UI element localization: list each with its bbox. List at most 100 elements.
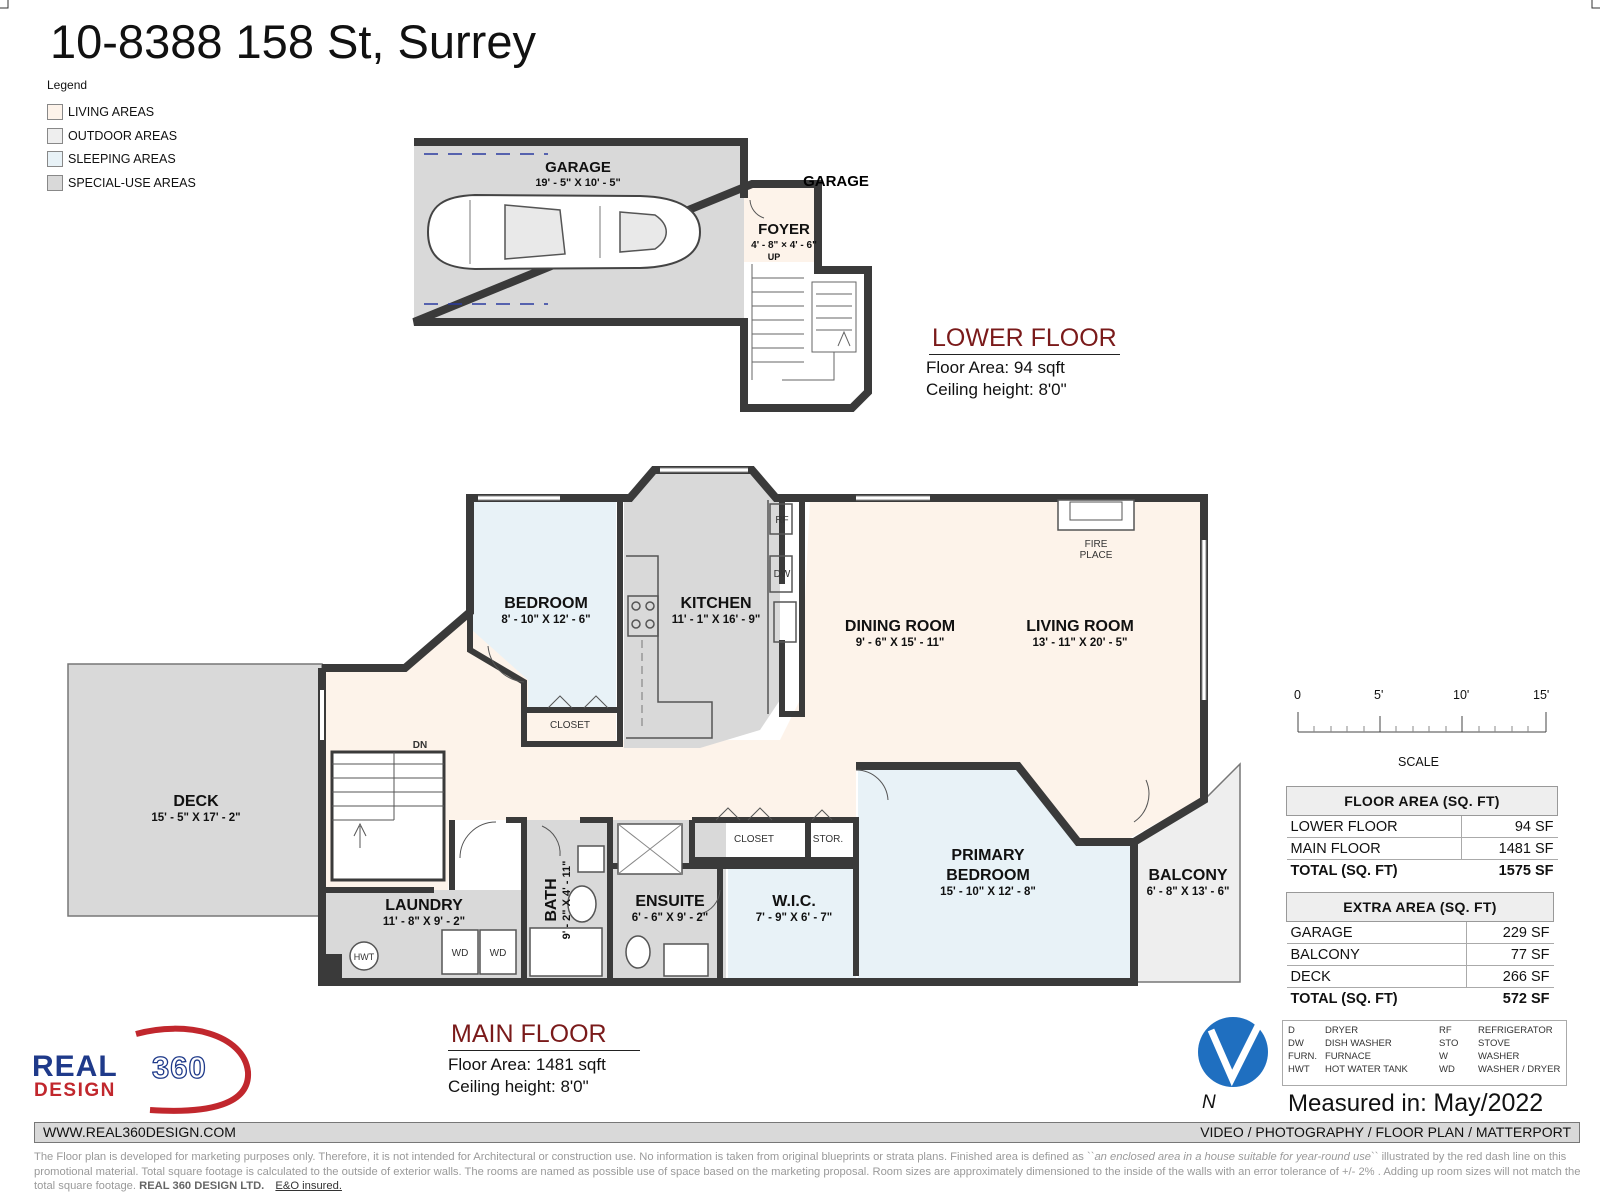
door-swing	[749, 199, 765, 219]
fireplace-label: FIRE	[1085, 539, 1108, 550]
table-cell-label: BALCONY	[1286, 943, 1467, 966]
table-cell-label: GARAGE	[1286, 921, 1467, 944]
door-swings	[459, 645, 1150, 915]
lower-floor-plan: GARAGE GARAGE	[412, 138, 872, 412]
table-cell-value: 229 SF	[1466, 921, 1554, 944]
kitchen-counters	[626, 500, 797, 739]
legend-swatch-sleeping	[47, 151, 63, 167]
scale-tick-label: 15'	[1533, 688, 1550, 702]
wall-block	[322, 954, 342, 982]
room-dims-living: 13' - 11" X 20' - 5"	[1032, 637, 1127, 649]
abbr-code: RF	[1439, 1025, 1452, 1036]
legend-item-outdoor: OUTDOOR AREAS	[47, 128, 177, 144]
room-dims-dining: 9' - 6" X 15' - 11"	[856, 637, 945, 649]
main-stair-treads	[330, 750, 446, 882]
scale-tick-label: 0	[1294, 688, 1301, 702]
toilet-icon	[625, 935, 651, 969]
extra-area-header: EXTRA AREA (SQ. FT)	[1286, 892, 1554, 922]
table-cell-label: DECK	[1286, 965, 1467, 988]
washer-dryer-icon	[441, 929, 479, 975]
disclaimer-text: The Floor plan is developed for marketin…	[34, 1151, 1095, 1163]
room-name-wic: W.I.C.	[772, 893, 816, 910]
room-dims-laundry: 11' - 8" X 9' - 2"	[383, 916, 465, 928]
table-cell-value: 94 SF	[1461, 815, 1558, 838]
car-icon	[426, 193, 702, 271]
table-cell-value: 1481 SF	[1461, 837, 1558, 860]
room-dims-kitchen: 11' - 1" X 16' - 9"	[672, 614, 761, 626]
table-row: LOWER FLOOR 94 SF	[1286, 815, 1558, 838]
refrigerator-label: RF	[775, 515, 788, 526]
legend-swatch-outdoor	[47, 128, 63, 144]
extra-area-table: EXTRA AREA (SQ. FT) GARAGE 229 SF BALCON…	[1286, 892, 1554, 1009]
wd-label: WD	[490, 948, 507, 959]
dishwasher-label: DW	[774, 569, 791, 580]
fireplace-icon	[1057, 499, 1135, 531]
room-name-primary-2: BEDROOM	[946, 867, 1030, 884]
table-row: DECK 266 SF	[1286, 965, 1554, 988]
main-floor-area: Floor Area: 1481 sqft	[448, 1055, 606, 1074]
crop-mark	[0, 0, 9, 9]
footer-bar: WWW.REAL360DESIGN.COM VIDEO / PHOTOGRAPH…	[34, 1122, 1580, 1143]
wd-label: WD	[452, 948, 469, 959]
abbr-meaning: WASHER	[1478, 1051, 1520, 1062]
main-exterior-walls	[318, 668, 1138, 986]
logo-text-real: REAL	[32, 1050, 118, 1083]
table-cell-value: 77 SF	[1466, 943, 1554, 966]
scale-tick-label: 5'	[1374, 688, 1384, 702]
room-dims-wic: 7' - 9" X 6' - 7"	[756, 912, 832, 924]
hwt-label: HWT	[354, 952, 375, 962]
room-dims-bath: 9' - 2" X 4' - 11"	[561, 861, 573, 940]
website-link[interactable]: WWW.REAL360DESIGN.COM	[43, 1124, 236, 1140]
legend-item-special: SPECIAL-USE AREAS	[47, 175, 196, 191]
main-floor-title: MAIN FLOOR	[448, 1020, 640, 1051]
foyer-area	[744, 184, 818, 262]
table-row: GARAGE 229 SF	[1286, 921, 1554, 944]
abbr-meaning: REFRIGERATOR	[1478, 1025, 1553, 1036]
services-text: VIDEO / PHOTOGRAPHY / FLOOR PLAN / MATTE…	[1200, 1124, 1571, 1140]
room-name-primary: PRIMARY	[951, 847, 1025, 864]
abbr-code: DW	[1288, 1038, 1304, 1049]
garage-name: GARAGE	[803, 173, 869, 190]
table-row: MAIN FLOOR 1481 SF	[1286, 837, 1558, 860]
table-row: BALCONY 77 SF	[1286, 943, 1554, 966]
legend-item-sleeping: SLEEPING AREAS	[47, 151, 176, 167]
room-dims-garage: 19' - 5" X 10' - 5"	[535, 177, 620, 189]
abbr-meaning: STOVE	[1478, 1038, 1511, 1049]
fireplace-icon	[1069, 501, 1123, 521]
main-floor-info: Floor Area: 1481 sqft Ceiling height: 8'…	[448, 1054, 606, 1098]
window-lines	[478, 467, 1207, 700]
north-arrow-logo	[1198, 1017, 1268, 1087]
disclaimer-company: REAL 360 DESIGN LTD.	[139, 1180, 265, 1192]
fireplace-label: PLACE	[1080, 550, 1113, 561]
stove-icon	[627, 595, 659, 637]
closet-label: CLOSET	[550, 720, 590, 731]
legend-label: SLEEPING AREAS	[68, 152, 176, 166]
sink-icon	[773, 601, 797, 643]
abbreviation-row: HWT HOT WATER TANK WD WASHER / DRYER	[1288, 1064, 1568, 1077]
closet-label: CLOSET	[734, 834, 774, 845]
room-dims-foyer: 4' - 8" × 4' - 6"	[751, 240, 817, 251]
measured-date: Measured in: May/2022	[1288, 1089, 1543, 1118]
room-dims-deck: 15' - 5" X 17' - 2"	[151, 812, 240, 824]
washer-dryer-icon	[479, 929, 517, 975]
stair-label: DN	[413, 740, 427, 751]
shower-cross	[617, 823, 683, 875]
lower-floor-info: Floor Area: 94 sqft Ceiling height: 8'0"	[926, 357, 1067, 401]
table-total-row: TOTAL (SQ. FT) 1575 SF	[1287, 860, 1558, 882]
legend-label: SPECIAL-USE AREAS	[68, 176, 196, 190]
abbr-code: W	[1439, 1051, 1448, 1062]
room-name-garage: GARAGE	[545, 159, 611, 176]
legend-label: LIVING AREAS	[68, 105, 155, 119]
sink-icon	[577, 845, 605, 873]
sink-icon	[663, 943, 709, 977]
logo-text-360: 360	[151, 1049, 207, 1085]
main-floor-ceiling: Ceiling height: 8'0"	[448, 1077, 589, 1096]
disclaimer: The Floor plan is developed for marketin…	[34, 1150, 1582, 1194]
disclaimer-eo: E&O insured.	[275, 1180, 342, 1192]
room-name-dining: DINING ROOM	[845, 618, 955, 635]
abbr-code: STO	[1439, 1038, 1459, 1049]
abbreviation-legend: D DRYER RF REFRIGERATOR DW DISH WASHER S…	[1282, 1020, 1567, 1086]
disclaimer-text: `` illustrated by the red dash line on t…	[34, 1151, 1581, 1192]
lower-floor-area: Floor Area: 94 sqft	[926, 358, 1065, 377]
